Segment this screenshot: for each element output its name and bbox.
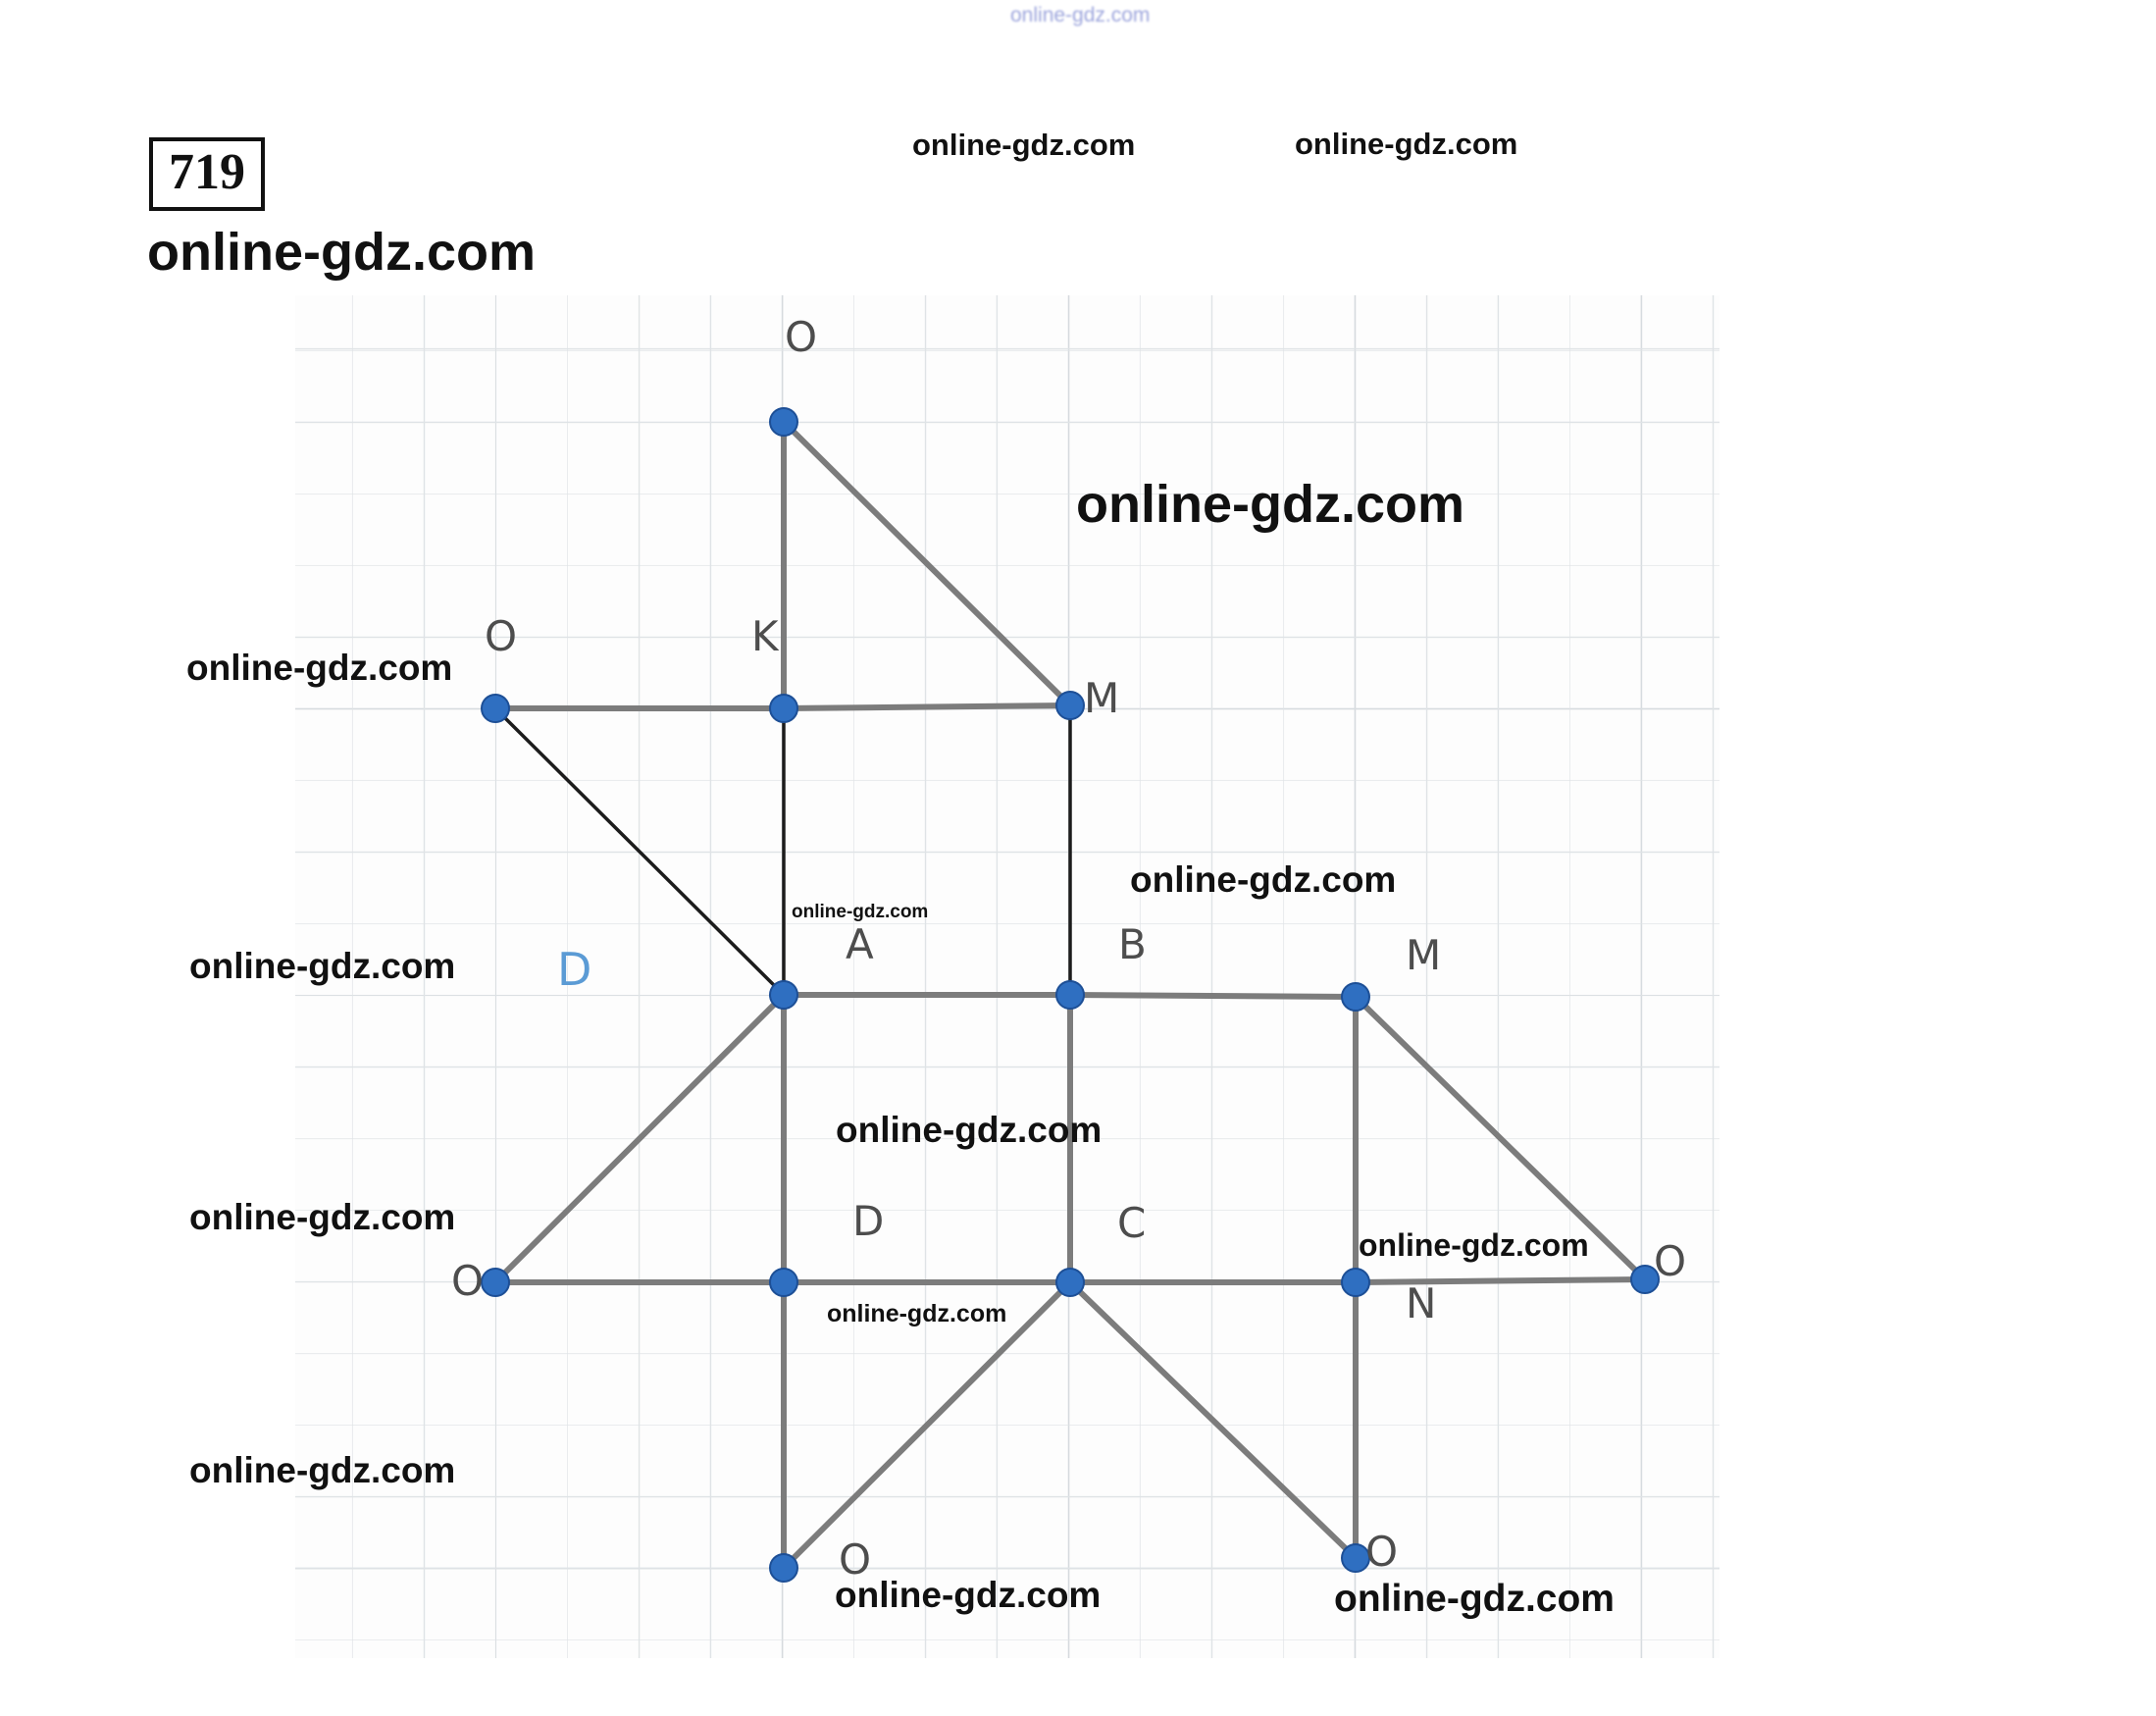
vertex-label-A: A (846, 920, 874, 968)
vertex-point-O1 (769, 407, 798, 437)
watermark-0: online-gdz.com (1010, 4, 1151, 26)
vertex-label-B: B (1118, 920, 1147, 968)
edge-C-O6 (1067, 1279, 1359, 1561)
vertex-point-O3 (481, 1268, 510, 1297)
watermark-2: online-gdz.com (1295, 127, 1518, 161)
vertex-point-O6 (1341, 1543, 1370, 1573)
watermark-10: online-gdz.com (189, 1197, 456, 1237)
edge-B-M2 (1067, 992, 1359, 1000)
vertex-label-K: K (751, 612, 780, 660)
vertex-label-D2: D (852, 1197, 884, 1245)
graph-paper-grid (295, 295, 1720, 1658)
vertex-point-K (769, 694, 798, 723)
edge-N-O4 (1353, 1276, 1648, 1285)
edge-C-O5 (781, 1279, 1073, 1571)
watermark-5: online-gdz.com (186, 648, 453, 688)
problem-number: 719 (169, 144, 245, 200)
vertex-label-O4: O (1654, 1237, 1686, 1285)
watermark-3: online-gdz.com (147, 223, 536, 282)
watermark-4: online-gdz.com (1076, 475, 1464, 534)
watermark-7: online-gdz.com (792, 902, 929, 922)
vertex-point-C (1055, 1268, 1085, 1297)
vertex-label-C: C (1117, 1199, 1146, 1247)
edge-O2-A (493, 706, 786, 997)
watermark-1: online-gdz.com (912, 128, 1136, 162)
watermark-8: online-gdz.com (189, 946, 456, 986)
watermark-15: online-gdz.com (1334, 1578, 1615, 1620)
vertex-point-O4 (1630, 1265, 1660, 1294)
watermark-6: online-gdz.com (1130, 859, 1397, 900)
free-label-0: D (557, 943, 591, 996)
vertex-label-O3: O (451, 1257, 484, 1305)
watermark-11: online-gdz.com (1359, 1227, 1589, 1263)
vertex-point-O2 (481, 694, 510, 723)
vertex-label-O5: O (839, 1535, 871, 1584)
vertex-point-M1 (1055, 691, 1085, 720)
edge-A-O3 (492, 992, 787, 1285)
vertex-label-O1: O (785, 313, 817, 361)
vertex-label-M2: M (1406, 931, 1441, 979)
vertex-label-O6: O (1365, 1528, 1398, 1576)
watermark-12: online-gdz.com (827, 1300, 1007, 1327)
vertex-point-N (1341, 1268, 1370, 1297)
watermark-14: online-gdz.com (835, 1575, 1102, 1615)
vertex-point-O5 (769, 1553, 798, 1583)
vertex-point-D2 (769, 1268, 798, 1297)
edge-M2-O4 (1353, 994, 1648, 1282)
edge-O1-M1 (781, 419, 1073, 708)
watermark-9: online-gdz.com (836, 1110, 1103, 1150)
vertex-point-M2 (1341, 982, 1370, 1012)
problem-number-box: 719 (149, 137, 265, 211)
vertex-label-M1: M (1084, 674, 1119, 722)
watermark-13: online-gdz.com (189, 1450, 456, 1490)
vertex-label-N: N (1406, 1279, 1436, 1327)
vertex-point-B (1055, 980, 1085, 1010)
vertex-label-O2: O (485, 612, 517, 660)
vertex-point-A (769, 980, 798, 1010)
edge-K-M1 (781, 702, 1073, 711)
